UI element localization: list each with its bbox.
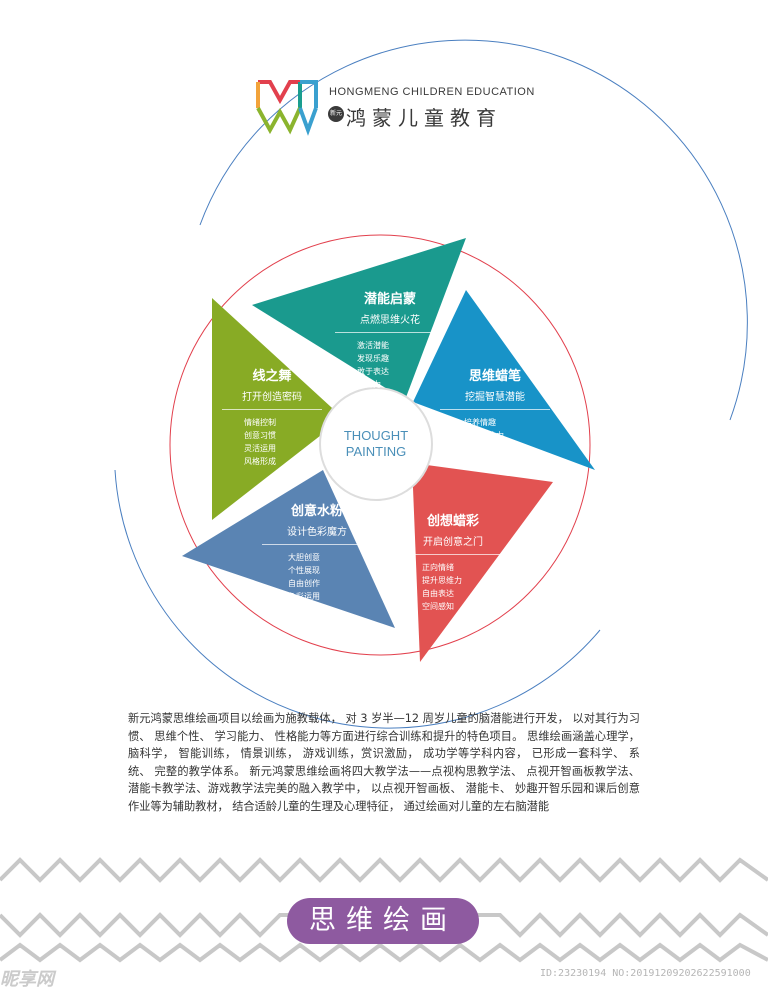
segment-item: 灵活运用 [244,444,276,453]
segment-items: 情绪控制 创意习惯 灵活运用 风格形成 [222,416,322,468]
segment-title: 思维蜡笔 [468,369,521,384]
pattern-band [0,857,768,963]
segment-subtitle: 点燃思维火花 [360,315,420,326]
segment-item: 协调力 [464,457,488,466]
segment-divider [262,544,372,545]
logo-english-text: HONGMENG CHILDREN EDUCATION [329,86,535,98]
center-circle [319,387,433,501]
segment-item: 创意习惯 [244,431,276,440]
segment-item: 直觉力 [357,380,381,389]
segment-divider [440,409,550,410]
blue-arc-bottom [114,469,601,729]
segment-item: 想象力 [464,444,488,453]
segment-item: 空间感知 [422,602,454,611]
segment-item: 培养情趣 [464,418,496,427]
center-line-1: THOUGHT [343,428,409,443]
segment-item: 发现乐趣 [357,354,389,363]
segment-item: 激活潜能 [357,341,389,350]
segment-item: 敢于表达 [357,367,389,376]
triangle-oil-pastel [412,463,553,662]
center-label: THOUGHT PAINTING [320,428,432,460]
logo-badge: 新元 [328,106,344,122]
segment-item: 风格形成 [244,457,276,466]
segment-oil-pastel: 创想蜡彩 开启创意之门 正向情绪 提升思维力 自由表达 空间感知 [398,510,508,613]
description-paragraph: 新元鸿蒙思维绘画项目以绘画为施教载体， 对 3 岁半—12 周岁儿童的脑潜能进行… [128,712,640,813]
segment-item: 大胆创意 [288,553,320,562]
segment-item: 自由创作 [288,579,320,588]
segment-item: 色彩运用 [288,592,320,601]
bottom-title-badge: 思维绘画 [287,898,479,944]
segment-title: 线之舞 [252,369,292,384]
triangle-potential [252,238,466,400]
segment-subtitle: 设计色彩魔方 [287,527,347,538]
segment-gouache: 创意水粉 设计色彩魔方 大胆创意 个性展现 自由创作 色彩运用 [262,500,372,603]
segment-divider [335,332,445,333]
center-line-2: PAINTING [345,444,407,459]
watermark-logo: 昵享网 [0,969,54,990]
triangle-gouache [182,470,395,628]
segment-crayon: 思维蜡笔 挖掘智慧潜能 培养情趣 提高专注力 想象力 协调力 [440,365,550,468]
segment-item: 提高专注力 [464,431,504,440]
blue-arc-top [199,39,748,421]
segment-subtitle: 打开创造密码 [242,392,302,403]
red-circle [169,234,591,656]
segment-divider [222,409,322,410]
triangle-crayon [413,290,595,470]
watermark-id: ID:23230194 NO:20191209202622591000 [540,968,751,979]
segment-divider [398,554,508,555]
segment-items: 正向情绪 提升思维力 自由表达 空间感知 [398,561,508,613]
segment-item: 自由表达 [422,589,454,598]
segment-item: 提升思维力 [422,576,462,585]
segment-item: 情绪控制 [244,418,276,427]
segment-items: 培养情趣 提高专注力 想象力 协调力 [440,416,550,468]
segment-potential: 潜能启蒙 点燃思维火花 激活潜能 发现乐趣 敢于表达 直觉力 [335,288,445,391]
segment-items: 激活潜能 发现乐趣 敢于表达 直觉力 [335,339,445,391]
segment-title: 创意水粉 [290,504,343,519]
segment-subtitle: 开启创意之门 [423,537,483,548]
segment-subtitle: 挖掘智慧潜能 [465,392,525,403]
segment-item: 个性展现 [288,566,320,575]
segment-item: 正向情绪 [422,563,454,572]
segment-items: 大胆创意 个性展现 自由创作 色彩运用 [262,551,372,603]
logo-chinese-text: 鸿蒙儿童教育 [346,106,502,130]
segment-title: 创想蜡彩 [426,514,479,529]
logo-mark [256,80,318,136]
segment-line-dance: 线之舞 打开创造密码 情绪控制 创意习惯 灵活运用 风格形成 [222,365,322,468]
segment-title: 潜能启蒙 [363,292,416,307]
